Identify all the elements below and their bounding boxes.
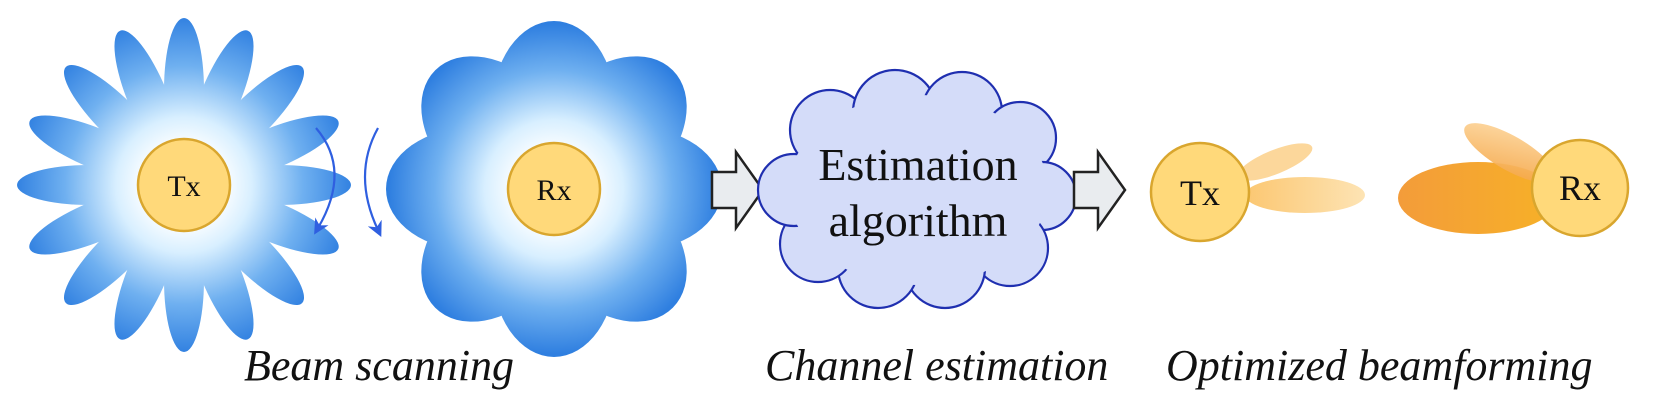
rx-label: Rx	[536, 174, 571, 207]
beam-lobe	[187, 205, 254, 340]
rx-optimized-beam	[1398, 123, 1558, 234]
beam-lobe	[204, 188, 339, 255]
beam-lobe	[29, 115, 164, 182]
rx-scan-rotation-arrow	[364, 127, 382, 237]
rx-node-optimized: Rx	[1530, 138, 1630, 238]
cloud-text-line2: algorithm	[829, 195, 1008, 246]
beam-lobe	[114, 205, 181, 340]
tx-label-optimized: Tx	[1180, 173, 1220, 213]
rx-node-scanning: Rx	[506, 141, 602, 237]
tx-beam-pattern	[17, 18, 351, 352]
tx-node-scanning: Tx	[136, 137, 232, 233]
rx-label-optimized: Rx	[1559, 168, 1601, 208]
beam-lobe	[63, 199, 170, 306]
beam-lobe	[29, 188, 164, 255]
beam-lobe	[63, 64, 170, 171]
beam-lobe	[114, 30, 181, 165]
cloud-text-line1: Estimation	[818, 139, 1017, 190]
flow-arrow-1	[710, 148, 765, 232]
caption-beam-scanning: Beam scanning	[244, 341, 515, 390]
tx-node-optimized: Tx	[1149, 141, 1251, 243]
beam-lobe	[198, 64, 305, 171]
tx-optimized-beam	[1237, 143, 1365, 213]
estimation-cloud: Estimation algorithm	[756, 68, 1078, 310]
beam-lobe	[198, 199, 305, 306]
beam-lobe	[204, 115, 339, 182]
beam-lobe	[187, 30, 254, 165]
tx-scan-rotation-arrow	[314, 127, 336, 235]
caption-channel-estimation: Channel estimation	[765, 341, 1109, 390]
caption-optimized-beamforming: Optimized beamforming	[1166, 341, 1593, 390]
tx-label: Tx	[167, 170, 200, 203]
flow-arrow-2	[1072, 148, 1127, 232]
